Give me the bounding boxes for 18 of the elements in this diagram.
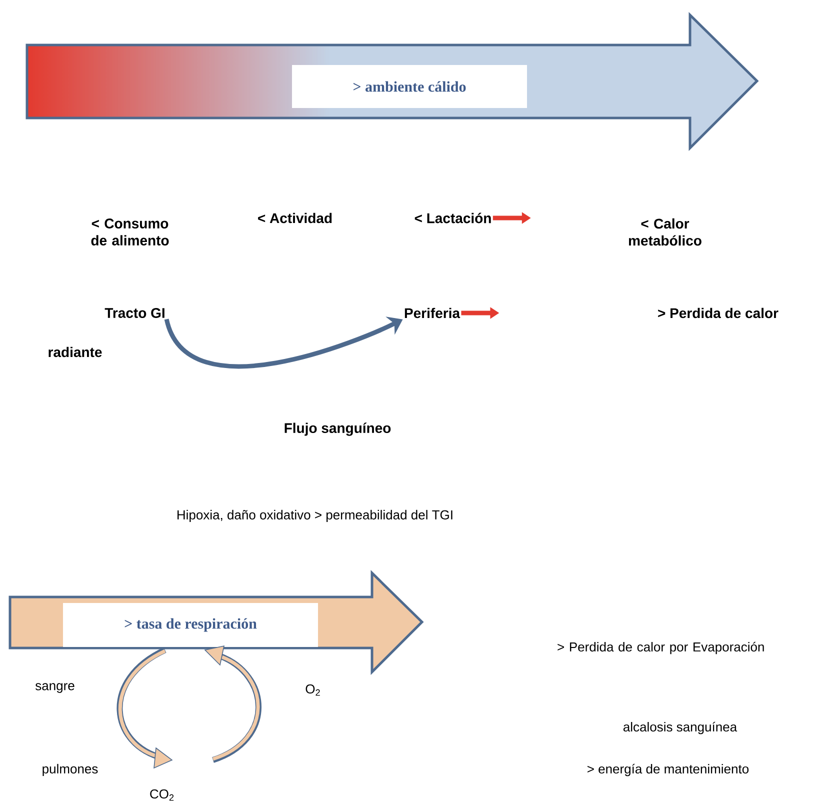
label-text: pulmones	[42, 764, 98, 776]
label-text: radiante	[48, 346, 102, 358]
label-text: O$_{2}$	[306, 684, 320, 696]
label-text: alcalosis sanguínea	[623, 722, 738, 734]
node-text: Periferia	[404, 308, 460, 318]
label-text: CO$_{2}$	[150, 789, 174, 801]
node-text: > Perdida de calor	[658, 308, 778, 318]
label-text: > energía de mantenimiento	[588, 764, 749, 776]
node-text: < Calor metabólico	[628, 218, 702, 246]
arrow-band: > tasa de respiración	[8, 570, 424, 676]
label-text: Hipoxia, daño oxidativo > permeabilidad del TGI	[178, 510, 452, 522]
edge-label: Flujo sanguíneo	[284, 422, 391, 436]
node-text: < Lactación	[414, 212, 491, 224]
node-text: < Consumo de alimento	[91, 218, 169, 246]
node-text: < Actividad	[258, 212, 332, 224]
arrow-band: > ambiente cálido	[26, 12, 759, 152]
node-text: Tracto GI	[104, 308, 164, 318]
label-text: > Perdida de calor por Evaporación	[558, 642, 764, 654]
